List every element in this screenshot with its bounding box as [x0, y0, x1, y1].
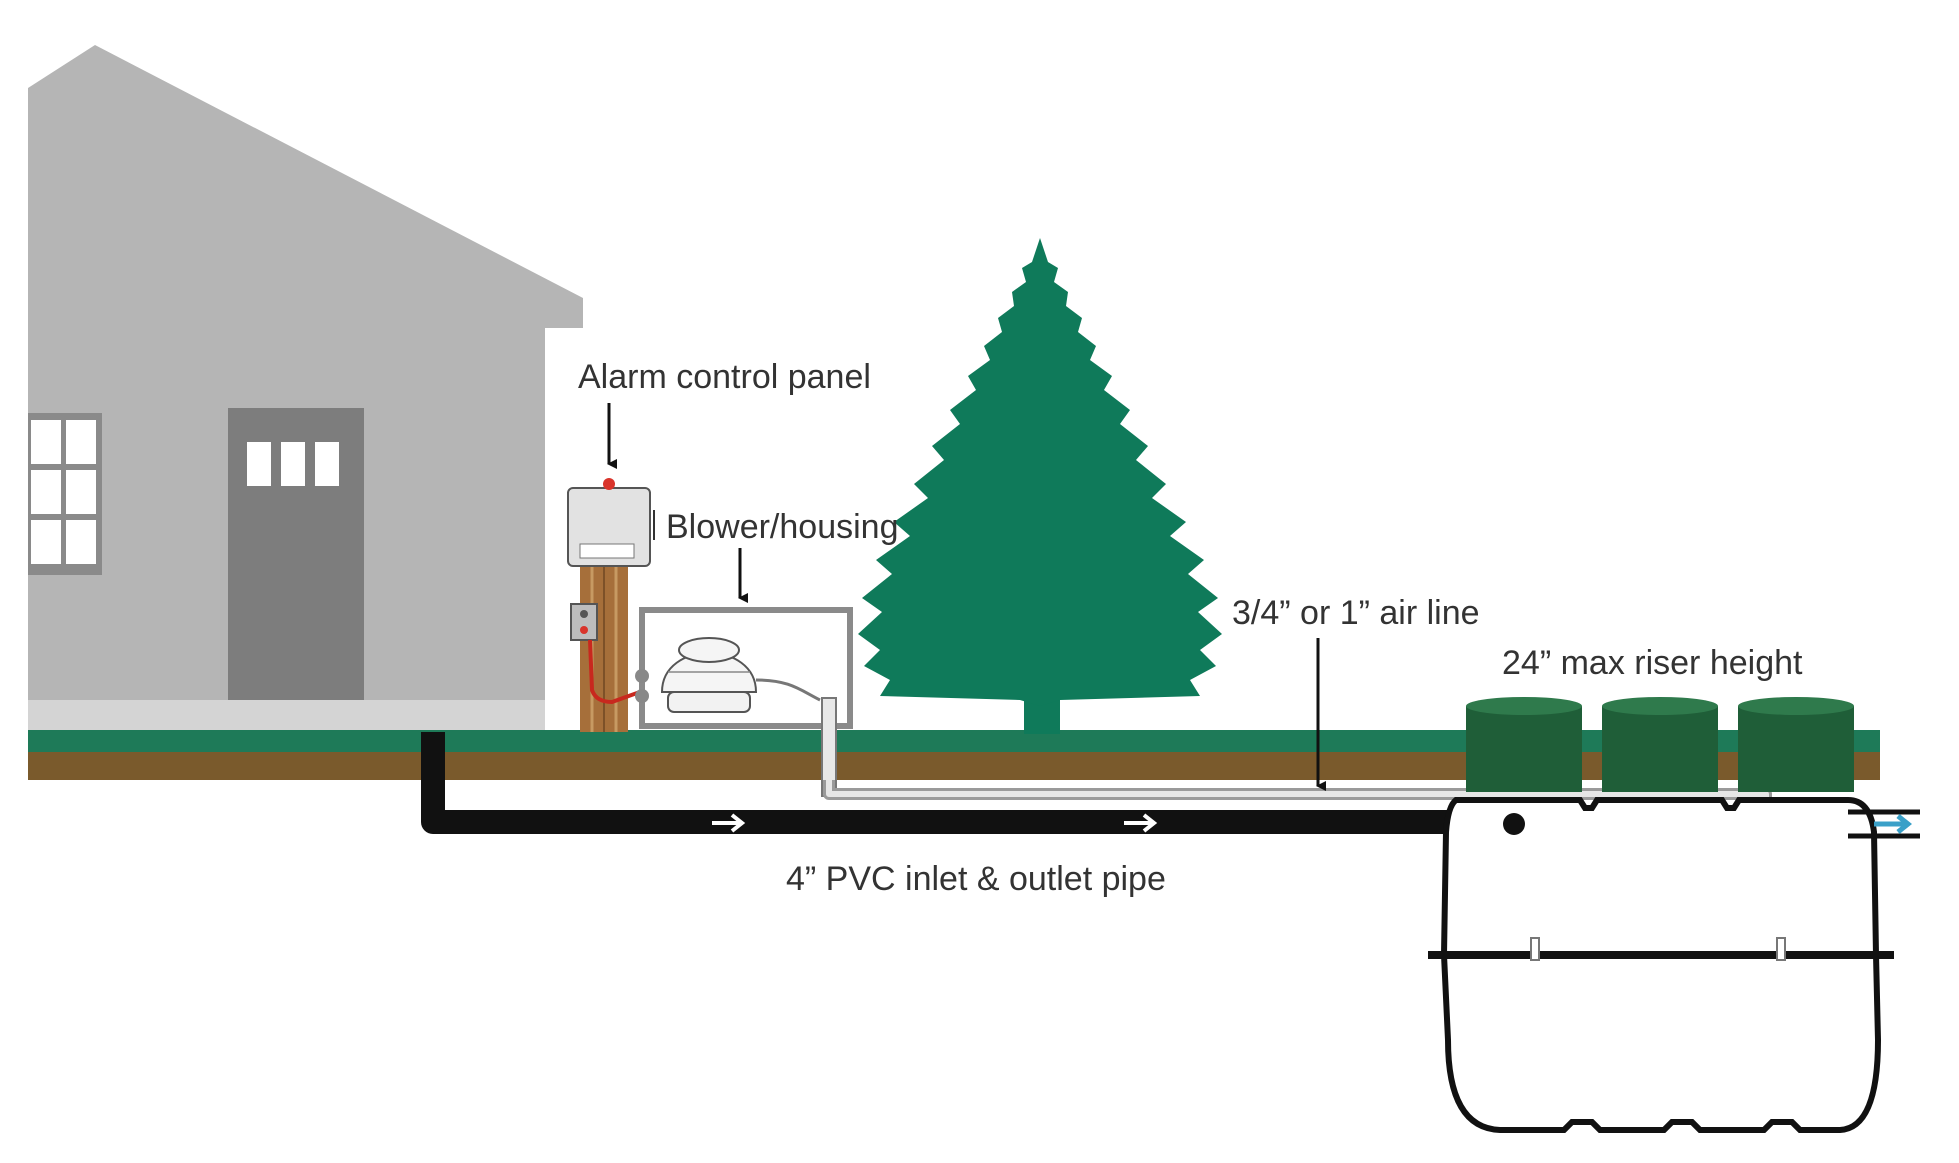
- inlet-opening: [1503, 813, 1525, 835]
- air-line-label: 3/4” or 1” air line: [1232, 594, 1480, 632]
- pvc-pipe-label: 4” PVC inlet & outlet pipe: [786, 860, 1166, 898]
- outlet-pipe: [1848, 809, 1920, 839]
- riser: [1466, 697, 1582, 792]
- pipe-fittings: [635, 669, 649, 703]
- alarm-control-panel-label: Alarm control panel: [578, 358, 871, 396]
- tank-risers: [1466, 697, 1854, 792]
- power-wire: [588, 639, 641, 705]
- house: [28, 45, 583, 730]
- tree-foliage: [858, 238, 1222, 706]
- house-window: [28, 413, 102, 575]
- evergreen-tree: [858, 238, 1222, 734]
- right-arrow-icon: [1124, 813, 1158, 833]
- outlet-flow-arrow-icon: [1874, 814, 1913, 834]
- blower-unit: [660, 637, 821, 713]
- blower-housing: [639, 607, 853, 797]
- riser: [1738, 697, 1854, 792]
- house-body: [28, 45, 583, 730]
- alarm-light: [603, 478, 615, 490]
- right-arrow-icon: [712, 813, 746, 833]
- riser-height-label: 24” max riser height: [1502, 644, 1803, 682]
- blower-housing-label: Blower/housing: [666, 508, 899, 546]
- tank-body: [1440, 797, 1882, 1133]
- housing-frame: [639, 607, 853, 729]
- house-foundation: [28, 700, 545, 730]
- electrical-box: [570, 603, 598, 641]
- grass-strip: [28, 730, 1880, 752]
- septic-tank: [1428, 797, 1920, 1133]
- alarm-control-panel: [567, 478, 651, 567]
- inlet-pipe: [421, 732, 1456, 834]
- alarm-post: [567, 478, 651, 732]
- house-door: [228, 408, 364, 730]
- riser: [1602, 697, 1718, 792]
